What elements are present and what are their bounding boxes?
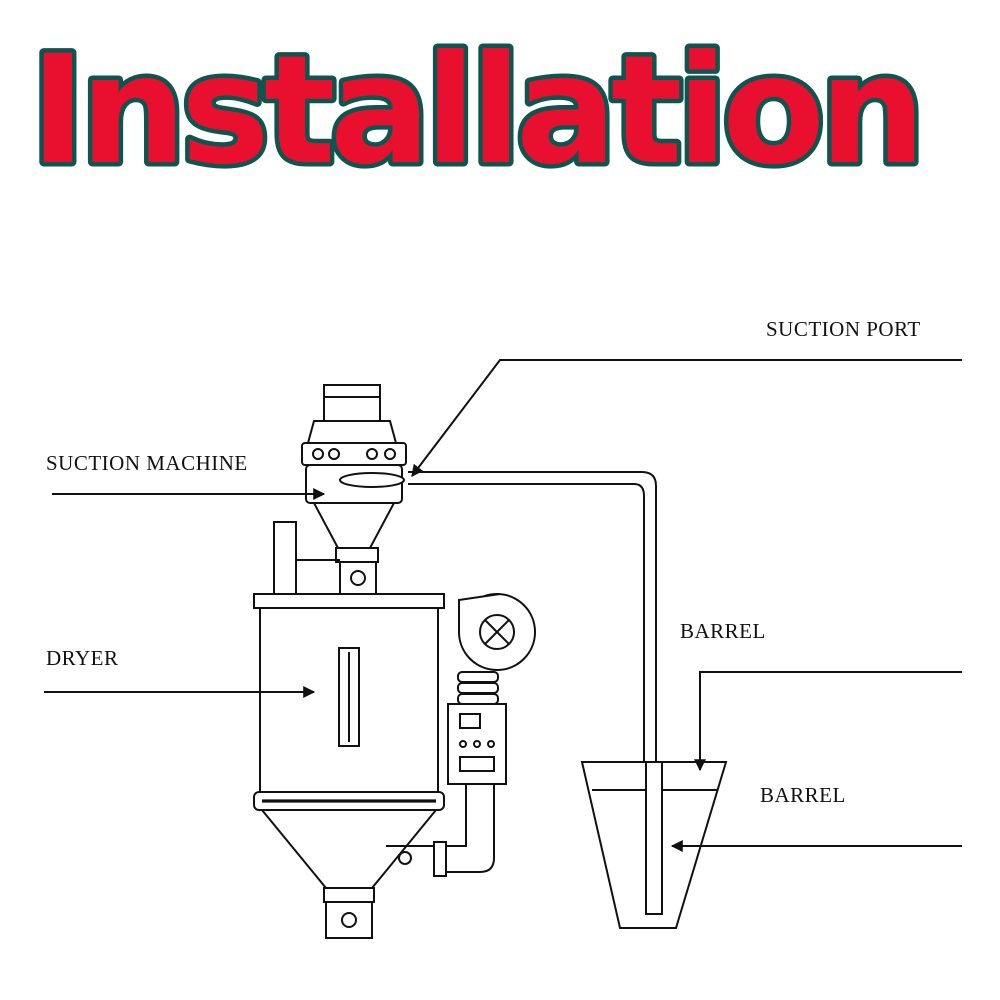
- label-dryer: DRYER: [46, 646, 119, 670]
- label-suction-machine: SUCTION MACHINE: [46, 451, 248, 475]
- label-suction-port: SUCTION PORT: [766, 317, 921, 341]
- label-barrel-lower: BARREL: [760, 783, 846, 807]
- dryer-unit: [253, 593, 536, 939]
- leader-lines: [44, 359, 962, 852]
- suction-machine: [273, 384, 407, 599]
- page-title: Installation: [30, 24, 920, 198]
- barrel: [580, 761, 728, 929]
- suction-pipe: [408, 471, 657, 910]
- label-barrel-upper: BARREL: [680, 619, 766, 643]
